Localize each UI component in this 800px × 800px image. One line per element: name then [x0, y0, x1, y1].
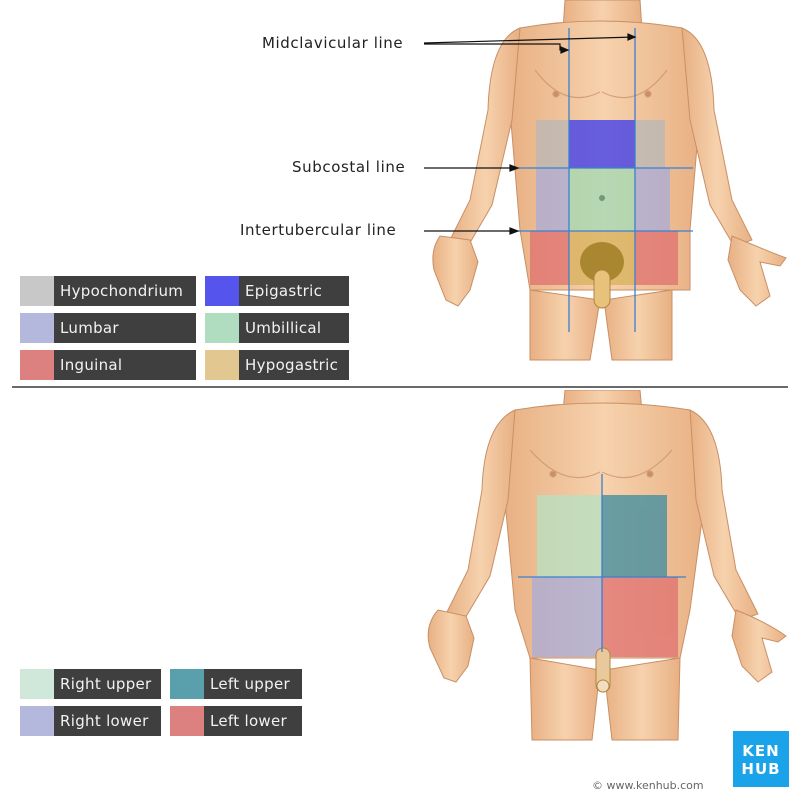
top-leader-lines [423, 33, 637, 235]
legend-label: Inguinal [54, 350, 196, 380]
top-muscle-detail [534, 69, 668, 99]
legend-swatch [205, 313, 239, 343]
bottom-muscle-detail [529, 449, 673, 479]
legend-swatch [20, 669, 54, 699]
legend-label: Right lower [54, 706, 161, 736]
intertubercular-line-label: Intertubercular line [240, 221, 397, 239]
legend-item-right-lower: Right lower [20, 706, 161, 736]
bottom-guide-lines [518, 474, 686, 652]
region-epigastric [569, 120, 635, 168]
logo-line-1: KEN [742, 742, 780, 760]
quadrant-left-upper [602, 495, 667, 577]
section-divider [12, 386, 788, 388]
legend-item-lumbar: Lumbar [20, 313, 196, 343]
legend-swatch [205, 350, 239, 380]
legend-label: Hypochondrium [54, 276, 196, 306]
bottom-body-figure [427, 390, 787, 741]
legend-item-left-upper: Left upper [170, 669, 302, 699]
bottom-abdominal-quadrants [532, 495, 678, 657]
legend-item-left-lower: Left lower [170, 706, 302, 736]
legend-item-right-upper: Right upper [20, 669, 161, 699]
legend-label: Right upper [54, 669, 161, 699]
copyright-text: © www.kenhub.com [592, 779, 704, 792]
kenhub-logo[interactable]: KEN HUB [733, 731, 789, 787]
legend-swatch [170, 706, 204, 736]
legend-swatch [20, 706, 54, 736]
top-guide-lines [518, 28, 693, 332]
region-left-lumbar [635, 168, 670, 231]
quadrant-right-upper [537, 495, 602, 577]
top-abdominal-regions [530, 120, 678, 285]
legend-swatch [20, 313, 54, 343]
quadrant-right-lower [532, 577, 602, 657]
legend-label: Left lower [204, 706, 302, 736]
region-left-inguinal [635, 231, 678, 285]
legend-label: Left upper [204, 669, 302, 699]
region-right-inguinal [530, 231, 569, 285]
legend-label: Epigastric [239, 276, 349, 306]
top-genital-detail [580, 195, 624, 309]
midclavicular-line-label: Midclavicular line [262, 34, 404, 52]
region-right-hypochondrium [536, 120, 569, 168]
legend-item-hypogastric: Hypogastric [205, 350, 349, 380]
logo-line-2: HUB [741, 760, 781, 778]
legend-item-hypochondrium: Hypochondrium [20, 276, 196, 306]
legend-item-umbillical: Umbillical [205, 313, 349, 343]
legend-label: Umbillical [239, 313, 349, 343]
bottom-genital-detail [595, 647, 611, 693]
top-body-figure [423, 0, 787, 361]
region-left-hypochondrium [635, 120, 665, 168]
legend-swatch [205, 276, 239, 306]
legend-item-inguinal: Inguinal [20, 350, 196, 380]
legend-label: Hypogastric [239, 350, 349, 380]
legend-label: Lumbar [54, 313, 196, 343]
legend-item-epigastric: Epigastric [205, 276, 349, 306]
legend-swatch [170, 669, 204, 699]
region-right-lumbar [536, 168, 569, 231]
legend-swatch [20, 350, 54, 380]
quadrant-left-lower [602, 577, 678, 657]
legend-swatch [20, 276, 54, 306]
subcostal-line-label: Subcostal line [292, 158, 406, 176]
